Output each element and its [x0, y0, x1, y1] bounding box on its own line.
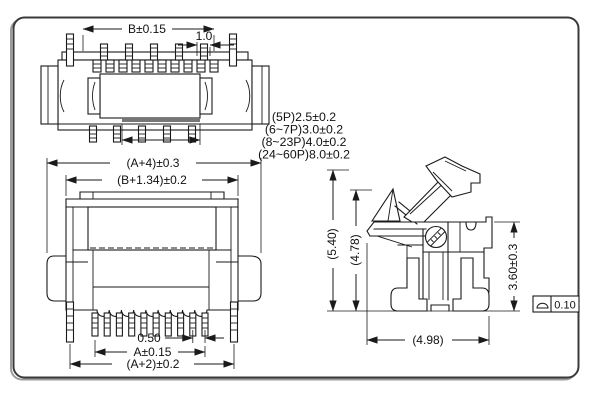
side-view: (5.40) (4.78) 3.60±0.3 (4.98) [325, 156, 520, 347]
right-foot [452, 257, 490, 312]
left-foot [390, 257, 428, 312]
top-view-dimensions: B±0.15 1.0 [82, 22, 234, 145]
dim-498-label: (4.98) [412, 333, 443, 347]
dim-a-label: A±0.15 [134, 345, 172, 359]
dim-pitch-label: 1.0 [196, 29, 213, 43]
dim-360-label: 3.60±0.3 [506, 243, 520, 290]
surface-profile-icon [536, 302, 549, 309]
front-view-body [46, 191, 262, 343]
flatness-value: 0.10 [554, 300, 575, 312]
left-bracket [40, 65, 59, 125]
top-view-body [40, 33, 270, 143]
front-view-dimensions-bottom: 0.50 A±0.15 (A+2)±0.2 [69, 330, 235, 371]
left-spring-arc [59, 79, 65, 113]
note-line-1: (5P)2.5±0.2 [272, 110, 336, 124]
center-tab [430, 304, 450, 312]
note-line-4: (24~60P)8.0±0.2 [258, 148, 350, 162]
left-ear [46, 255, 66, 302]
right-ear [238, 255, 262, 302]
flatness-frame: 0.10 [532, 295, 580, 313]
dim-b-label: B±0.15 [128, 22, 166, 36]
top-view: B±0.15 1.0 [40, 22, 270, 145]
scallop-row [96, 309, 208, 317]
front-view: (A+4)±0.3 (B+1.34)±0.2 [46, 156, 262, 371]
actuator-flap [425, 156, 481, 198]
note-line-3: (8~23P)4.0±0.2 [261, 135, 346, 149]
dim-b134-label: (B+1.34)±0.2 [117, 173, 187, 187]
latch-notch [465, 221, 477, 231]
dim-478-label: (4.78) [348, 234, 362, 265]
note-line-2: (6~7P)3.0±0.2 [265, 123, 343, 137]
slot-lip [122, 118, 200, 122]
mating-slot [99, 73, 201, 119]
dim-540-label: (5.40) [325, 228, 339, 259]
right-bracket [251, 65, 270, 125]
side-view-body [366, 156, 493, 312]
arm-tip [366, 221, 375, 237]
actuator-lever [403, 177, 456, 223]
dim-a2-label: (A+2)±0.2 [127, 357, 180, 371]
right-spring-arc [245, 79, 251, 113]
actuator-face [87, 206, 217, 251]
front-view-dimensions-top: (A+4)±0.3 (B+1.34)±0.2 [46, 156, 262, 253]
dim-050-label: 0.50 [137, 331, 161, 345]
notes-block: (5P)2.5±0.2 (6~7P)3.0±0.2 (8~23P)4.0±0.2… [258, 110, 350, 162]
side-view-dimensions: (5.40) (4.78) 3.60±0.3 (4.98) [325, 169, 520, 347]
dim-a4-label: (A+4)±0.3 [127, 156, 180, 170]
actuator-support [370, 187, 401, 222]
